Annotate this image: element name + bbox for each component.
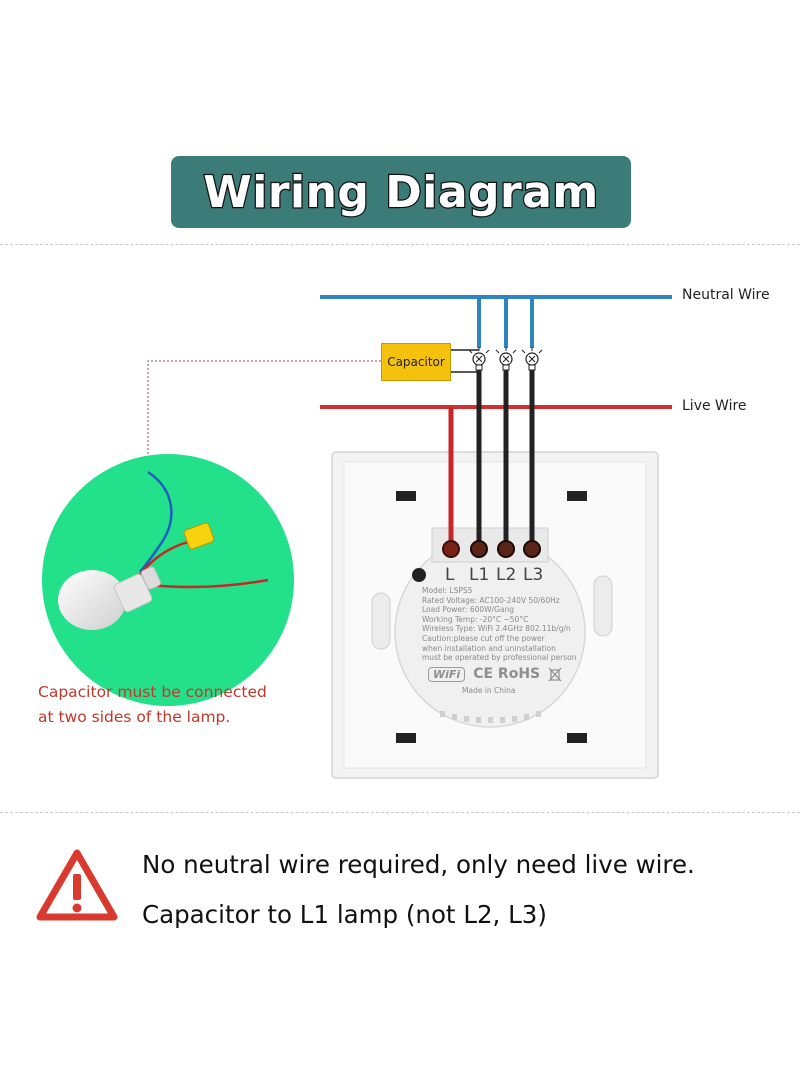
neutral-wire-label: Neutral Wire bbox=[682, 287, 770, 303]
vent-ticks bbox=[440, 711, 541, 723]
mount-slot bbox=[371, 592, 391, 650]
certification-row: WiFi CE RoHS bbox=[428, 666, 562, 682]
spec-caution-2: when installation and uninstallation bbox=[422, 643, 556, 653]
callout-line bbox=[147, 360, 381, 468]
capacitor-photo bbox=[42, 454, 294, 706]
diagram-title: Wiring Diagram bbox=[202, 165, 600, 219]
certification-marks: CE RoHS bbox=[473, 666, 541, 682]
spec-caution-1: Caution:please cut off the power bbox=[422, 633, 545, 643]
terminal-label-l3: L3 bbox=[523, 565, 544, 585]
warning-line-2: Capacitor to L1 lamp (not L2, L3) bbox=[142, 900, 547, 929]
panel-slot bbox=[396, 491, 416, 501]
terminal-label-l2: L2 bbox=[496, 565, 517, 585]
warning-line-1: No neutral wire required, only need live… bbox=[142, 850, 695, 879]
capacitor-box: Capacitor bbox=[381, 343, 451, 381]
panel-slot bbox=[396, 733, 416, 743]
wifi-badge: WiFi bbox=[428, 666, 466, 682]
device-spec-text: Model: LSPS5 Rated Voltage: AC100-240V 5… bbox=[422, 586, 582, 663]
terminal-label-l1: L1 bbox=[469, 565, 490, 585]
terminal-screws bbox=[442, 540, 541, 558]
spec-rated-voltage: Rated Voltage: AC100-240V 50/60Hz bbox=[422, 595, 560, 605]
capacitor-label: Capacitor bbox=[387, 355, 445, 369]
spec-working-temp: Working Temp: -20°C ~50°C bbox=[422, 614, 529, 624]
top-divider bbox=[0, 244, 800, 245]
capacitor-note: Capacitor must be connected at two sides… bbox=[38, 680, 328, 730]
panel-slot bbox=[567, 491, 587, 501]
mount-slot bbox=[593, 575, 613, 637]
title-banner: Wiring Diagram bbox=[171, 156, 631, 228]
capacitor-note-line-2: at two sides of the lamp. bbox=[38, 708, 231, 726]
live-wire-label: Live Wire bbox=[682, 398, 747, 414]
reset-button bbox=[412, 568, 426, 582]
terminal-label-l: L bbox=[445, 565, 455, 585]
neutral-drops bbox=[477, 297, 534, 348]
lightbulb-icon bbox=[58, 566, 162, 630]
lamp-l3-icon bbox=[521, 347, 543, 371]
panel-slot bbox=[567, 733, 587, 743]
warning-message: No neutral wire required, only need live… bbox=[142, 840, 792, 940]
spec-wireless: Wireless Type: WiFi 2.4GHz 802.11b/g/n bbox=[422, 624, 571, 634]
switch-panel bbox=[331, 451, 659, 779]
spec-load-power: Load Power: 600W/Gang bbox=[422, 605, 515, 615]
capacitor-note-line-1: Capacitor must be connected bbox=[38, 683, 267, 701]
recycle-bin-icon bbox=[548, 667, 562, 682]
lamp-l2-icon bbox=[495, 347, 517, 371]
capacitor-leads bbox=[449, 349, 479, 373]
lamp-icons bbox=[468, 347, 543, 371]
made-in-text: Made in China bbox=[462, 686, 516, 695]
bottom-divider bbox=[0, 812, 800, 813]
spec-caution-3: must be operated by professional person bbox=[422, 653, 577, 663]
warning-icon bbox=[36, 849, 118, 921]
spec-model: Model: LSPS5 bbox=[422, 586, 473, 595]
